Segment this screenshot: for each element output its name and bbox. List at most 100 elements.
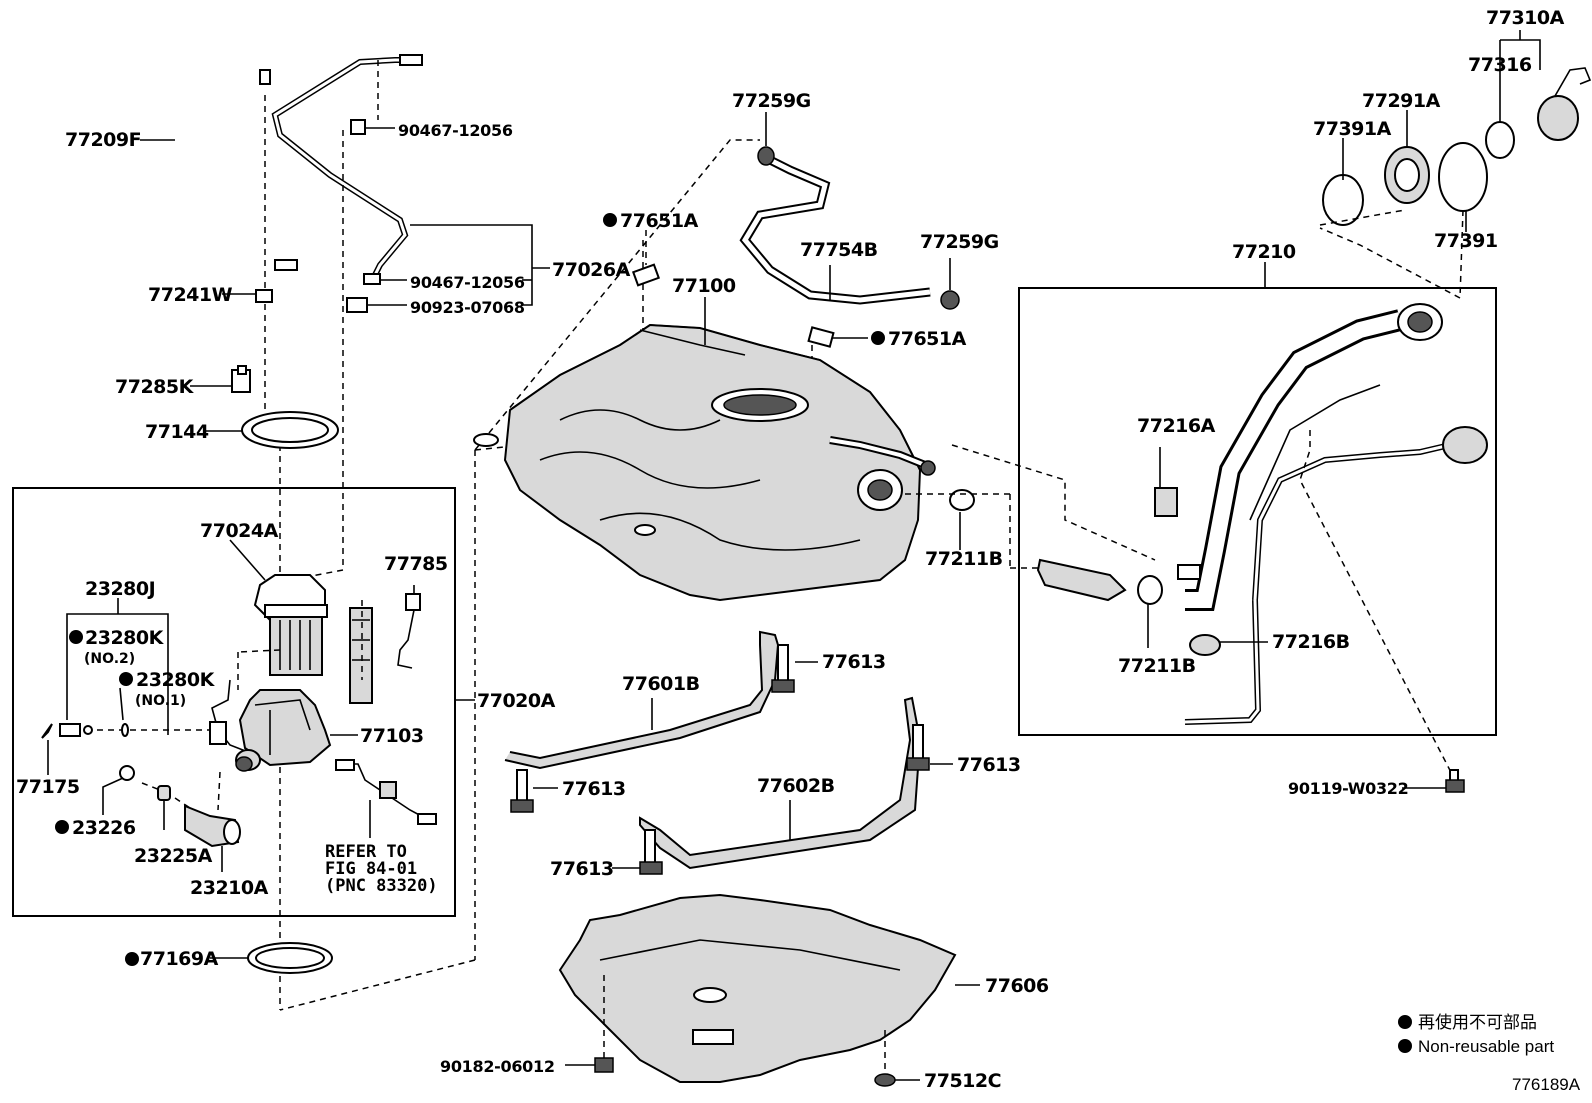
clip-90467-mid[interactable] [363,273,381,285]
label-77211B-filler: 77211B [1118,655,1196,677]
label-90467-12056-mid: 90467-12056 [410,273,525,292]
filler-pipe-frame [1018,287,1497,736]
pump-module-77024A[interactable] [253,574,328,676]
label-77020A: 77020A [477,690,556,712]
label-refer-fig: FIG 84-01 [325,859,417,879]
label-77285K: 77285K [115,376,195,398]
label-77169A: 77169A [140,948,219,970]
filter-23280K-no2[interactable] [59,723,93,737]
pump-23210A[interactable] [184,804,241,848]
label-refer-pnc: (PNC 83320) [325,876,438,896]
gauge-77285K[interactable] [231,365,251,393]
fuel-pump-frame [12,487,456,917]
label-77209F: 77209F [65,129,141,151]
label-refer-to: REFER TO [325,842,407,862]
label-77601B: 77601B [622,673,700,695]
label-77216B: 77216B [1272,631,1350,653]
bracket-77216A[interactable] [1154,487,1178,517]
label-77613-d: 77613 [550,858,614,880]
cap-ring-77291A[interactable] [1384,146,1430,204]
cushion-23225A[interactable] [157,785,171,801]
sender-77785[interactable] [349,585,421,704]
label-77651A-left: 77651A [620,210,699,232]
gasket-77316[interactable] [1485,121,1515,159]
filler-hose[interactable] [1036,558,1163,605]
hose-77754B[interactable] [739,155,931,305]
oring-23280K-no1[interactable] [121,723,129,737]
label-77606: 77606 [985,975,1049,997]
clamp-77216B[interactable] [1189,634,1221,656]
label-77211B-tank: 77211B [925,548,1003,570]
non-reusable-marker [871,331,885,345]
fuel-tank-77100[interactable] [473,323,936,602]
sub-tank-77103[interactable] [238,689,332,767]
gasket-77169A[interactable] [247,942,333,974]
label-77316: 77316 [1468,54,1532,76]
bolt-77613-a[interactable] [771,644,795,693]
sender-wire[interactable] [335,759,437,825]
label-77100: 77100 [672,275,736,297]
clip-77512C[interactable] [874,1073,896,1087]
legend-japanese: 再使用不可部品 [1418,1012,1537,1032]
legend-marker [1398,1015,1412,1029]
label-23280K-no2: 23280K [85,627,165,649]
bolt-90119[interactable] [1445,769,1465,793]
label-23226: 23226 [72,817,136,839]
label-77103: 77103 [360,725,424,747]
label-77024A: 77024A [200,520,279,542]
clamp-77259G-top[interactable] [757,146,775,166]
label-77291A: 77291A [1362,90,1441,112]
legend-marker [1398,1039,1412,1053]
label-77259G-right: 77259G [920,231,999,253]
clip-90467-top[interactable] [350,119,366,135]
fuel-tube-77026A[interactable] [271,54,423,277]
fuel-tube-77209F[interactable] [173,69,307,271]
filler-pipe-77210[interactable] [1177,303,1488,725]
band-77601B[interactable] [504,630,780,770]
label-no2: (NO.2) [84,651,135,667]
band-77602B[interactable] [639,696,922,870]
gasket-77391[interactable] [1438,142,1488,212]
label-77391: 77391 [1434,230,1498,252]
legend: 再使用不可部品 Non-reusable part [1398,1012,1554,1056]
label-77613-c: 77613 [957,754,1021,776]
retainer-77144[interactable] [241,411,339,449]
bolt-77613-c[interactable] [906,724,930,771]
clamp-77259G-right[interactable] [940,290,960,310]
nut-90182[interactable] [594,1057,614,1073]
cap-77310A[interactable] [1537,67,1592,141]
clamp-77241W[interactable] [255,289,273,303]
non-reusable-marker [69,630,83,644]
pad-77651A-right[interactable] [807,326,835,348]
bolt-77613-b[interactable] [510,769,534,813]
clamp-77211B-tank[interactable] [949,489,975,511]
label-90467-12056-top: 90467-12056 [398,121,513,140]
legend-english: Non-reusable part [1418,1037,1554,1056]
pad-77651A-left[interactable] [631,263,661,287]
label-90182-06012: 90182-06012 [440,1057,555,1076]
regulator-assy[interactable] [209,679,261,772]
label-77602B: 77602B [757,775,835,797]
label-23280J: 23280J [85,578,155,600]
bolt-77613-d[interactable] [639,829,663,875]
label-77512C: 77512C [924,1070,1001,1092]
oring-23226[interactable] [119,765,135,781]
label-77391A: 77391A [1313,118,1392,140]
label-90119-W0322: 90119-W0322 [1288,779,1408,798]
label-77259G-top: 77259G [732,90,811,112]
label-77310A: 77310A [1486,7,1565,29]
label-77210: 77210 [1232,241,1296,263]
clamp-90923[interactable] [346,297,368,313]
non-reusable-marker [603,213,617,227]
clip-77175[interactable] [41,723,53,739]
gasket-77391A[interactable] [1322,174,1364,226]
label-77175: 77175 [16,776,80,798]
non-reusable-marker [119,672,133,686]
non-reusable-marker [125,952,139,966]
protector-77606[interactable] [558,893,957,1083]
label-23225A: 23225A [134,845,213,867]
non-reusable-marker [55,820,69,834]
label-77216A: 77216A [1137,415,1216,437]
